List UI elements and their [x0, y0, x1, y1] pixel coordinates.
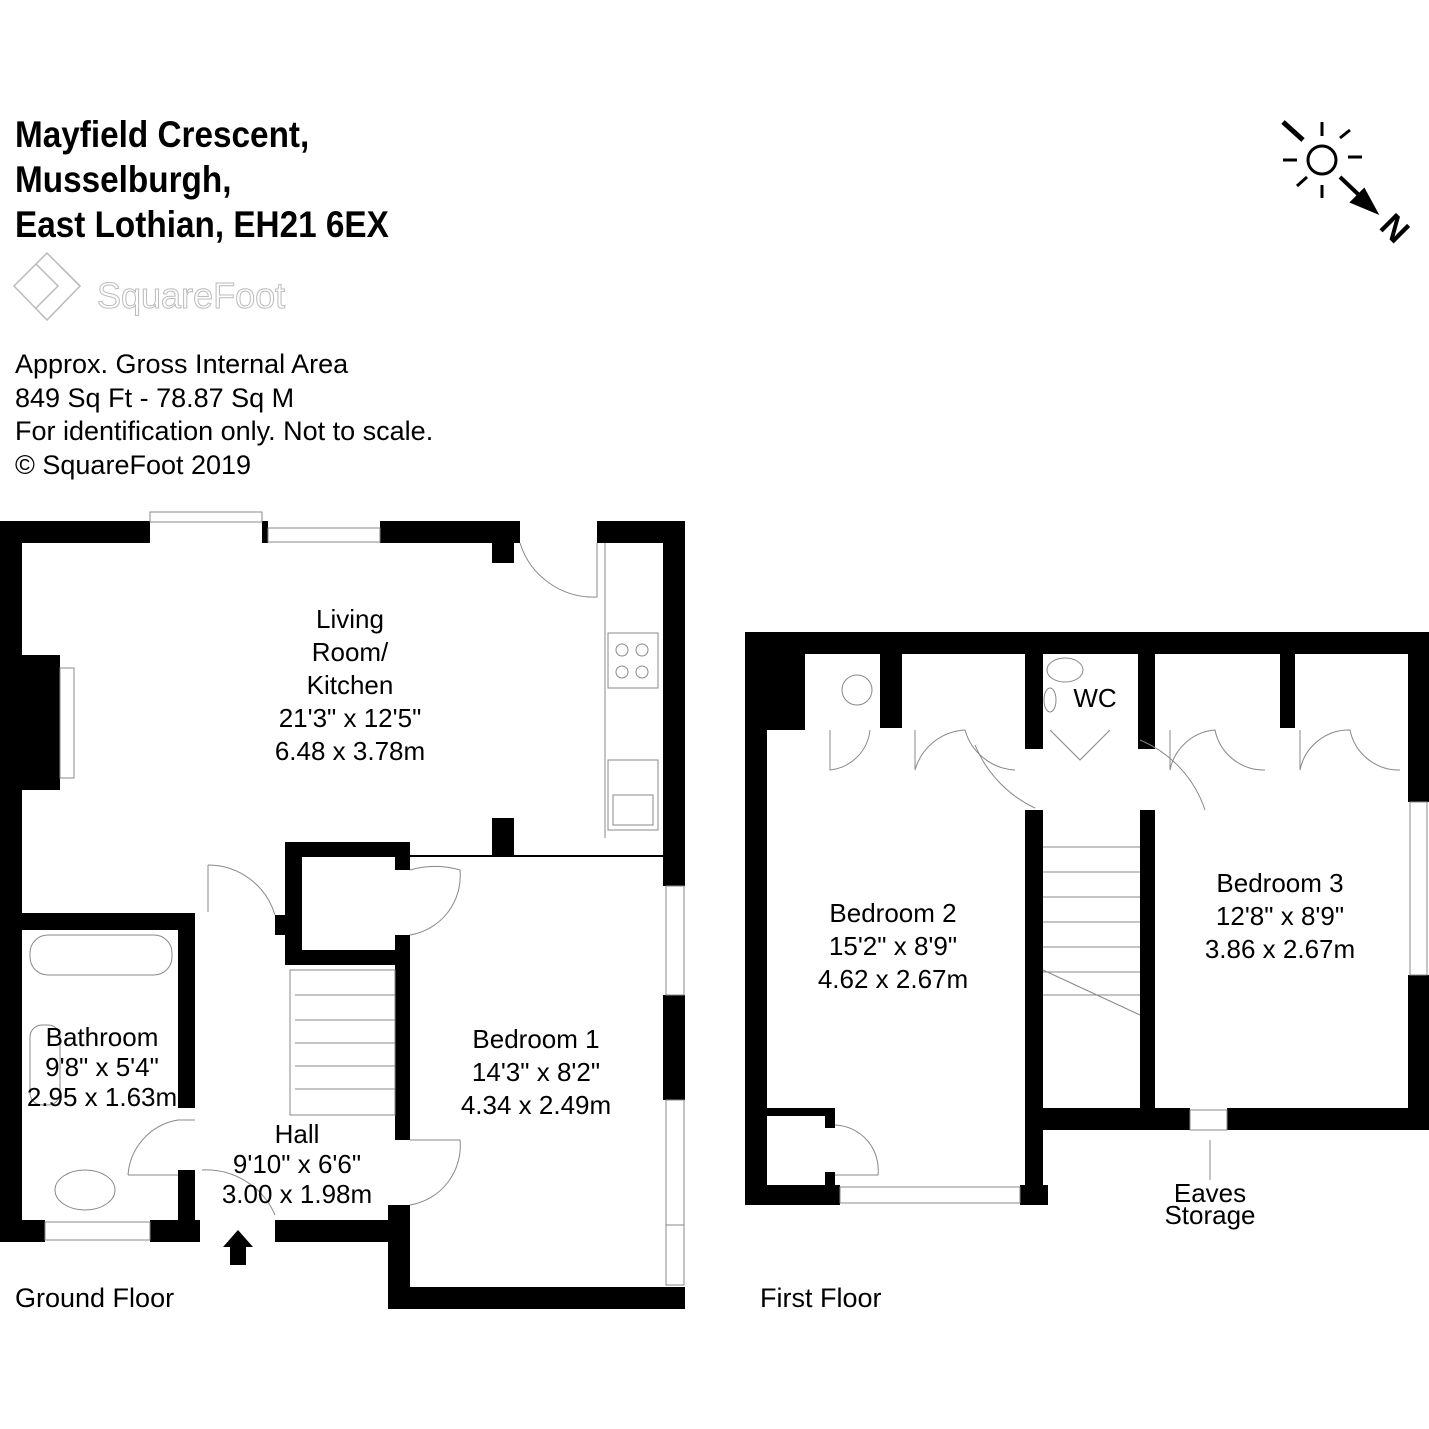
room-size-imperial: 14'3" x 8'2" [472, 1057, 600, 1087]
address-line-1: Mayfield Crescent, [15, 114, 310, 155]
first-floor-room-labels: Bedroom 2 15'2" x 8'9" 4.62 x 2.67m Bedr… [818, 683, 1355, 1230]
room-size-metric: 4.62 x 2.67m [818, 964, 968, 994]
room-size-imperial: 15'2" x 8'9" [829, 931, 957, 961]
eaves-storage-label: Eaves [1174, 1178, 1246, 1208]
room-size-imperial: 9'10" x 6'6" [233, 1149, 361, 1179]
room-name-kitchen: Kitchen [307, 670, 394, 700]
address-line-3: East Lothian, EH21 6EX [15, 204, 389, 245]
ground-floor-room-labels: Living Room/ Kitchen 21'3" x 12'5" 6.48 … [27, 604, 611, 1209]
compass-north-label: N [1372, 207, 1416, 251]
room-size-metric: 3.86 x 2.67m [1205, 934, 1355, 964]
ground-floor-plan [0, 511, 685, 1309]
address-line-2: Musselburgh, [15, 159, 232, 200]
compass-sun-icon [1281, 120, 1380, 216]
room-size-imperial: 9'8" x 5'4" [45, 1052, 159, 1082]
disclaimer: For identification only. Not to scale. [15, 416, 434, 446]
room-name-bathroom: Bathroom [46, 1022, 159, 1052]
entrance-arrow-icon [223, 1230, 253, 1265]
room-size-imperial: 12'8" x 8'9" [1216, 901, 1344, 931]
squarefoot-logo-icon [12, 251, 82, 322]
copyright: © SquareFoot 2019 [15, 449, 252, 480]
room-name-hall: Hall [275, 1119, 320, 1149]
area-info: Approx. Gross Internal Area 849 Sq Ft - … [15, 348, 433, 482]
first-floor-label: First Floor [760, 1283, 882, 1313]
room-size-imperial: 21'3" x 12'5" [279, 703, 422, 733]
squarefoot-logo-text: SquareFoot [96, 275, 286, 317]
room-name-living-2: Room/ [312, 637, 389, 667]
room-size-metric: 2.95 x 1.63m [27, 1082, 177, 1112]
room-name-bedroom-2: Bedroom 2 [829, 898, 956, 928]
area-value: 849 Sq Ft - 78.87 Sq M [15, 382, 295, 413]
room-size-metric: 6.48 x 3.78m [275, 736, 425, 766]
room-size-metric: 3.00 x 1.98m [222, 1179, 372, 1209]
room-size-metric: 4.34 x 2.49m [461, 1090, 611, 1120]
address-heading: Mayfield Crescent, Musselburgh, East Lot… [15, 112, 389, 247]
room-name-bedroom-3: Bedroom 3 [1216, 868, 1343, 898]
room-name-wc: WC [1073, 683, 1116, 713]
area-label: Approx. Gross Internal Area [15, 349, 349, 379]
first-floor-plan [745, 632, 1429, 1205]
room-name-living: Living [316, 604, 384, 634]
ground-floor-label: Ground Floor [15, 1283, 175, 1313]
eaves-storage-label-2: Storage [1164, 1200, 1255, 1230]
room-name-bedroom-1: Bedroom 1 [472, 1024, 599, 1054]
